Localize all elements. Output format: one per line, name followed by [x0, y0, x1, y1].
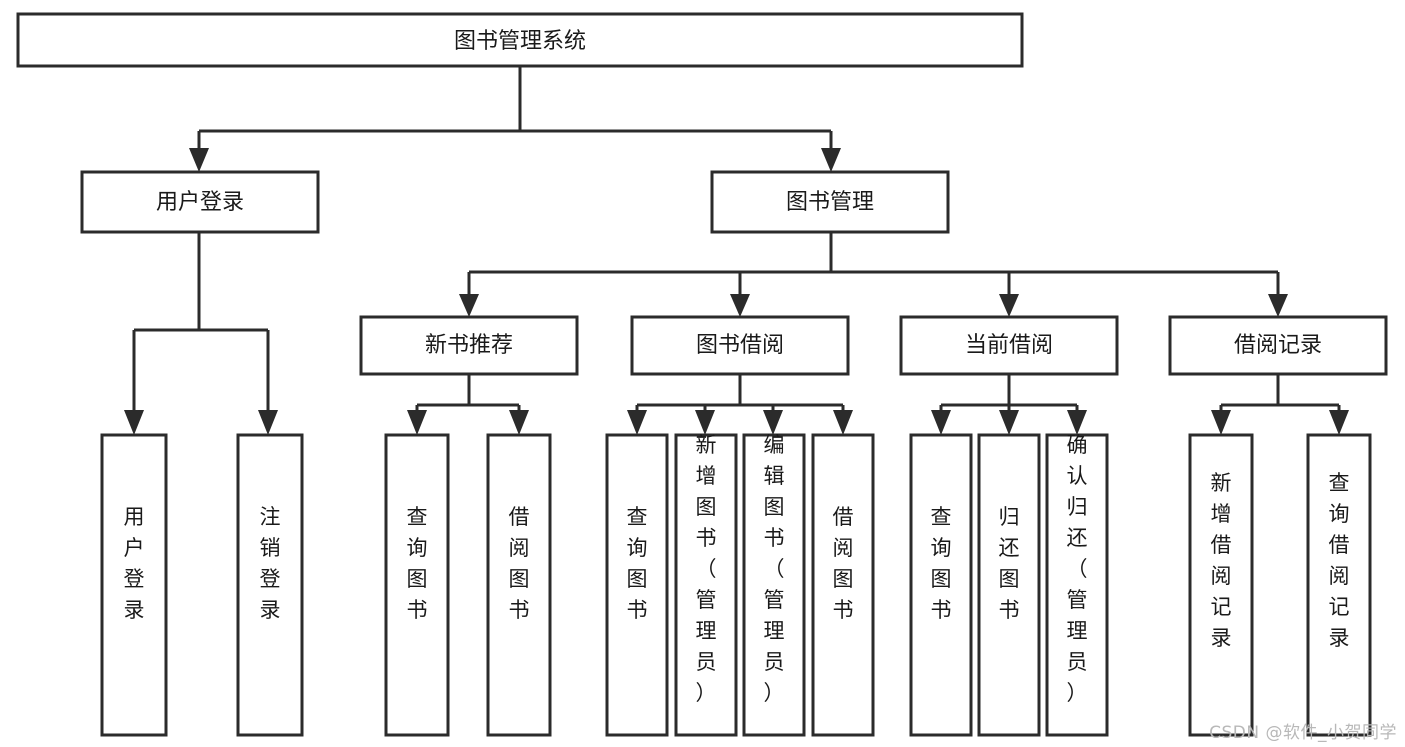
arrow-head-cb-1	[931, 410, 951, 435]
leaf-bb-add-book-admin-box[interactable]	[674, 433, 738, 737]
node-current-borrow-box[interactable]	[899, 315, 1119, 376]
arrow-head-leaf-user-login	[124, 410, 144, 435]
node-new-book-recommend-label: 新书推荐	[425, 333, 513, 358]
leaf-bb-query-book[interactable]: 查询图书	[605, 433, 669, 737]
node-current-borrow-label: 当前借阅	[965, 333, 1053, 358]
leaf-user-login-box[interactable]	[100, 433, 168, 737]
leaf-logout-label: 注销登录	[260, 505, 281, 622]
node-user-login[interactable]: 用户登录	[80, 170, 320, 234]
leaf-cb-confirm-return-admin-label: 确认归还（管理员）	[1067, 433, 1088, 705]
arrow-head-book-manage	[821, 148, 841, 172]
leaf-bb-edit-book-admin-box[interactable]	[742, 433, 806, 737]
arrow-head-cb-2	[999, 410, 1019, 435]
leaf-br-query-record-box[interactable]	[1306, 433, 1372, 737]
arrow-head-br-2	[1329, 410, 1349, 435]
arrow-head-borrow-record	[1268, 294, 1288, 317]
node-root-label: 图书管理系统	[454, 29, 586, 54]
arrow-head-user-login	[189, 148, 209, 172]
leaf-user-login-label: 用户登录	[124, 505, 145, 622]
arrow-head-bb-2	[695, 410, 715, 435]
leaf-bb-borrow-book-label: 借阅图书	[833, 505, 854, 622]
node-current-borrow[interactable]: 当前借阅	[899, 315, 1119, 376]
leaf-br-query-record-label: 查询借阅记录	[1329, 471, 1350, 650]
node-borrow-record-box[interactable]	[1168, 315, 1388, 376]
node-new-book-recommend-box[interactable]	[359, 315, 579, 376]
leaf-nbr-borrow-book-label: 借阅图书	[509, 505, 530, 622]
leaf-cb-query-book-label: 查询图书	[931, 505, 952, 622]
leaf-cb-return-book[interactable]: 归还图书	[977, 433, 1041, 737]
node-user-login-label: 用户登录	[156, 190, 244, 215]
arrow-head-current-borrow	[999, 294, 1019, 317]
arrow-head-bb-1	[627, 410, 647, 435]
leaf-cb-confirm-return-admin-box[interactable]	[1045, 433, 1109, 737]
arrow-head-nb-1	[407, 410, 427, 435]
leaf-cb-confirm-return-admin[interactable]: 确认归还（管理员）	[1045, 433, 1109, 737]
node-root-book-management-system[interactable]: 图书管理系统	[16, 12, 1024, 68]
leaf-br-add-record-box[interactable]	[1188, 433, 1254, 737]
leaf-logout-box[interactable]	[236, 433, 304, 737]
leaf-cb-return-book-label: 归还图书	[999, 505, 1020, 622]
leaf-bb-add-book-admin-label: 新增图书（管理员）	[696, 433, 717, 705]
arrow-head-book-borrow	[730, 294, 750, 317]
leaf-bb-add-book-admin[interactable]: 新增图书（管理员）	[674, 433, 738, 737]
leaf-br-add-record-label: 新增借阅记录	[1211, 471, 1232, 650]
connector-layer	[124, 66, 1349, 435]
leaf-logout[interactable]: 注销登录	[236, 433, 304, 737]
leaf-cb-return-book-box[interactable]	[977, 433, 1041, 737]
leaf-nbr-query-book-box[interactable]	[384, 433, 450, 737]
leaf-nbr-query-book[interactable]: 查询图书	[384, 433, 450, 737]
arrow-head-leaf-logout	[258, 410, 278, 435]
arrow-head-bb-3	[763, 410, 783, 435]
arrow-head-cb-3	[1067, 410, 1087, 435]
leaf-nbr-borrow-book-box[interactable]	[486, 433, 552, 737]
arrow-head-br-1	[1211, 410, 1231, 435]
leaf-br-add-record[interactable]: 新增借阅记录	[1188, 433, 1254, 737]
node-book-management-label: 图书管理	[786, 190, 874, 215]
leaf-nbr-borrow-book[interactable]: 借阅图书	[486, 433, 552, 737]
arrow-head-new-book	[459, 294, 479, 317]
arrow-head-bb-4	[833, 410, 853, 435]
node-root-box[interactable]	[16, 12, 1024, 68]
node-book-borrow-label: 图书借阅	[696, 333, 784, 358]
leaf-cb-query-book[interactable]: 查询图书	[909, 433, 973, 737]
arrow-head-nb-2	[509, 410, 529, 435]
node-borrow-record-label: 借阅记录	[1234, 333, 1322, 358]
leaf-bb-borrow-book[interactable]: 借阅图书	[811, 433, 875, 737]
leaf-bb-query-book-label: 查询图书	[627, 505, 648, 622]
node-user-login-box[interactable]	[80, 170, 320, 234]
leaf-user-login[interactable]: 用户登录	[100, 433, 168, 737]
node-book-management-box[interactable]	[710, 170, 950, 234]
leaf-cb-query-book-box[interactable]	[909, 433, 973, 737]
node-book-management[interactable]: 图书管理	[710, 170, 950, 234]
leaf-nbr-query-book-label: 查询图书	[407, 505, 428, 622]
node-book-borrow[interactable]: 图书借阅	[630, 315, 850, 376]
node-new-book-recommend[interactable]: 新书推荐	[359, 315, 579, 376]
leaf-bb-edit-book-admin-label: 编辑图书（管理员）	[764, 433, 785, 705]
node-borrow-record[interactable]: 借阅记录	[1168, 315, 1388, 376]
node-book-borrow-box[interactable]	[630, 315, 850, 376]
leaf-bb-edit-book-admin[interactable]: 编辑图书（管理员）	[742, 433, 806, 737]
leaf-br-query-record[interactable]: 查询借阅记录	[1306, 433, 1372, 737]
leaf-bb-borrow-book-box[interactable]	[811, 433, 875, 737]
leaf-bb-query-book-box[interactable]	[605, 433, 669, 737]
